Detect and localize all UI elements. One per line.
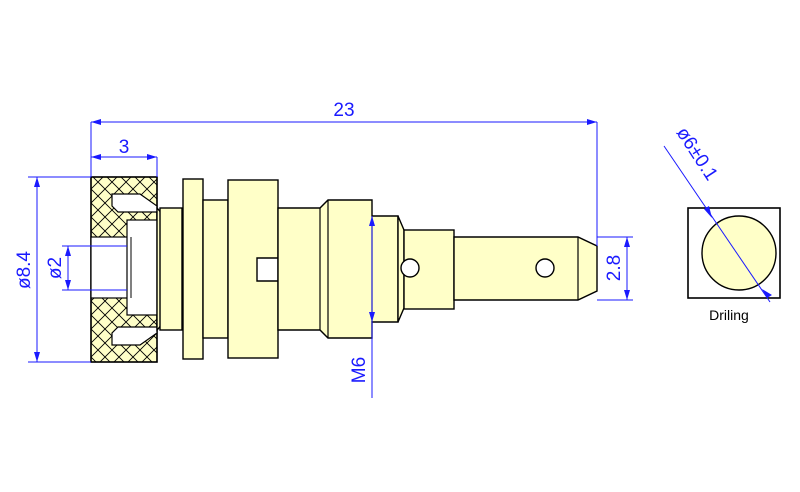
washer-1	[182, 178, 204, 360]
spacer	[202, 199, 229, 339]
bore-insert	[156, 206, 183, 332]
dimension-lines	[28, 119, 633, 398]
flat-tab	[400, 229, 455, 310]
dim-thread: M6	[349, 357, 370, 383]
dim-bore-diameter: ø2	[45, 257, 66, 279]
blade	[453, 236, 598, 301]
dim-head-length: 3	[119, 137, 130, 158]
head-section	[90, 176, 158, 363]
terminal-side-view	[90, 176, 598, 363]
drilling-detail: ø6±0.1 Driling	[663, 124, 781, 323]
threaded-body	[277, 199, 399, 339]
dim-overall-length: 23	[333, 100, 354, 121]
dim-tab-width: 2.8	[604, 255, 625, 281]
dim-head-diameter: ø8.4	[14, 251, 35, 289]
dim-drill-diameter: ø6±0.1	[672, 124, 722, 185]
hex-nut	[227, 179, 279, 359]
drilling-label: Driling	[709, 307, 749, 323]
